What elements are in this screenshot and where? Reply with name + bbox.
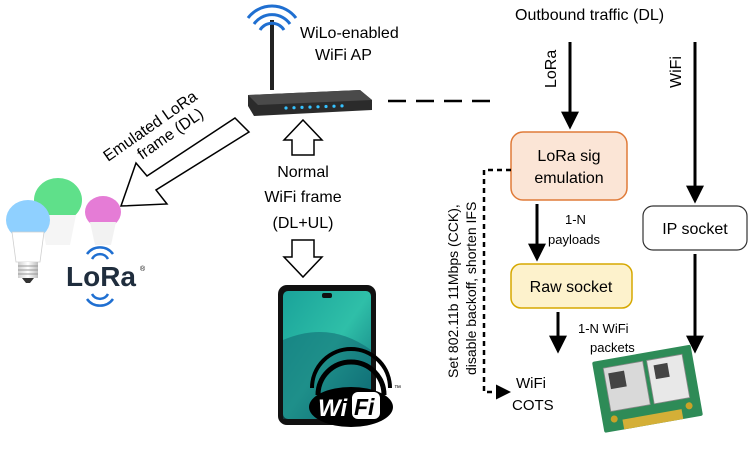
- normal-wifi-arrow-down: [282, 239, 324, 279]
- ip-socket-box: [642, 205, 748, 251]
- wifi-logo-fi: Fi: [354, 394, 375, 420]
- wifi-logo-wi: Wi: [318, 395, 348, 422]
- normal-line2: WiFi frame: [264, 189, 341, 206]
- packets-line2: packets: [590, 340, 635, 355]
- cots-line1: WiFi: [516, 375, 546, 392]
- normal-wifi-arrow-up: [282, 118, 324, 156]
- lora-sig-emulation-box: [510, 131, 628, 201]
- config-line1: Set 802.11b 11Mbps (CCK),: [445, 204, 461, 378]
- cots-line2: COTS: [512, 397, 554, 414]
- normal-line3: (DL+UL): [273, 215, 334, 232]
- lora-logo-text: LoRa: [66, 261, 136, 292]
- outbound-label: Outbound traffic (DL): [515, 7, 664, 24]
- payloads-line2: payloads: [548, 232, 601, 247]
- ap-label-line1: WiLo-enabled: [300, 25, 399, 42]
- config-dashed-arrow: [482, 168, 511, 400]
- raw-socket-label: Raw socket: [530, 279, 613, 296]
- smart-bulbs-icon: [6, 178, 121, 283]
- lora-logo: LoRa ®: [66, 246, 146, 307]
- config-line2: disable backoff, shorten IFS: [463, 202, 479, 375]
- wifi-card-icon: [592, 344, 703, 433]
- payloads-line1: 1-N: [565, 212, 586, 227]
- wifi-logo-tm: ™: [394, 385, 401, 392]
- lora-path-label: LoRa: [543, 50, 560, 88]
- lora-logo-reg: ®: [140, 265, 146, 273]
- packets-line1: 1-N WiFi: [578, 321, 629, 336]
- ap-label-line2: WiFi AP: [315, 47, 372, 64]
- emulated-lora-arrow: [119, 117, 251, 207]
- lora-sig-line1: LoRa sig: [537, 148, 600, 165]
- ip-socket-label: IP socket: [662, 221, 728, 238]
- wifi-path-label: WiFi: [668, 56, 685, 88]
- raw-socket-box: [510, 263, 633, 309]
- wifi-router-icon: [246, 4, 372, 116]
- lora-sig-line2: emulation: [534, 170, 603, 187]
- normal-line1: Normal: [277, 164, 329, 181]
- wifi-logo: Wi Fi ™: [309, 347, 401, 427]
